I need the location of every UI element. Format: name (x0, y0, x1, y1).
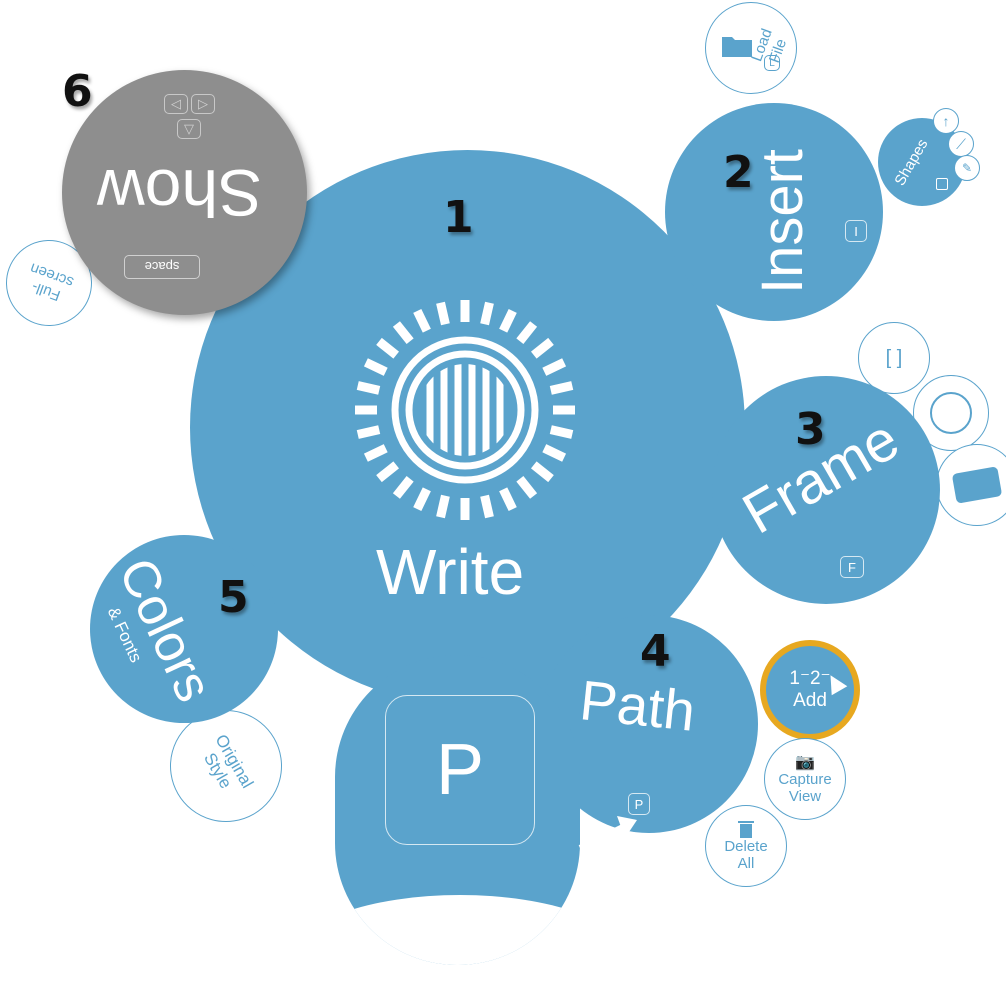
folder-icon (722, 37, 752, 57)
logo-ray (530, 337, 554, 359)
logo-ray (480, 301, 494, 326)
capture-view-button[interactable]: 📷 Capture View (764, 738, 846, 820)
show-button[interactable]: Show ◁ ▷ ▽ space (62, 70, 307, 315)
logo-ray (549, 381, 574, 395)
shapes-small-icon (936, 178, 948, 190)
logo-ray (413, 308, 431, 333)
logo-ray (549, 425, 574, 439)
logo-ray (516, 321, 538, 345)
frame-button[interactable]: Frame F (712, 376, 940, 604)
trash-icon (738, 821, 754, 838)
insert-label: Insert (750, 148, 816, 295)
load-file-button[interactable]: Load File L (705, 2, 797, 94)
shapes-label: Shapes (891, 136, 932, 189)
add-path-numbers-icon: 1⁻2⁻ (789, 668, 831, 689)
step-number-4: 4 (640, 626, 671, 677)
frame-key: F (840, 556, 864, 578)
step-number-5: 5 (218, 572, 249, 623)
add-path-button[interactable]: 1⁻2⁻ Add (760, 640, 860, 740)
path-key-zoom-callout: P (335, 655, 580, 965)
logo-ray (530, 461, 554, 483)
arrow-shape-icon[interactable]: ↑ (933, 108, 959, 134)
add-path-label: Add (793, 690, 827, 711)
logo-ray (392, 321, 414, 345)
insert-button[interactable]: Insert I (665, 103, 883, 321)
logo-ray (516, 475, 538, 499)
delete-all-button[interactable]: Delete All (705, 805, 787, 887)
logo-ray (356, 425, 381, 439)
logo-ray (363, 358, 388, 376)
camera-icon: 📷 (795, 753, 815, 771)
logo-ray (480, 494, 494, 519)
rectangle-frame-button[interactable] (936, 444, 1006, 526)
logo-ray (392, 475, 414, 499)
logo-ray (413, 487, 431, 512)
step-number-1: 1 (443, 192, 474, 243)
zoom-arrow-icon (578, 816, 637, 851)
logo-ray (363, 444, 388, 462)
logo-ray (376, 461, 400, 483)
step-number-6: 6 (62, 66, 93, 117)
logo-ray (436, 301, 450, 326)
logo-ray (499, 487, 517, 512)
space-key: space (124, 255, 200, 279)
down-arrow-key-icon: ▽ (177, 119, 201, 139)
step-number-2: 2 (723, 147, 754, 198)
show-label: Show (97, 156, 263, 230)
delete-all-label-2: All (737, 855, 755, 872)
path-label: Path (577, 668, 699, 743)
right-arrow-key-icon: ▷ (191, 94, 215, 114)
logo-ray (376, 337, 400, 359)
insert-key: I (845, 220, 867, 242)
logo-ray (356, 381, 381, 395)
prezi-logo-icon (355, 300, 575, 520)
logo-ray (542, 444, 567, 462)
bracket-frame-icon: [ ] (885, 346, 903, 369)
path-key-zoom: P (385, 695, 535, 845)
logo-ray (499, 308, 517, 333)
path-key: P (628, 793, 650, 815)
colors-button[interactable]: Colors & Fonts (90, 535, 278, 723)
left-arrow-key-icon: ◁ (164, 94, 188, 114)
zoom-callout-edge (335, 895, 580, 965)
write-label: Write (376, 536, 525, 608)
pen-shape-icon[interactable]: ✎ (954, 155, 980, 181)
capture-view-label-2: View (788, 787, 822, 805)
logo-ray (542, 358, 567, 376)
load-file-key: L (764, 55, 780, 71)
bracket-frame-button[interactable]: [ ] (858, 322, 930, 394)
delete-all-label-1: Delete (724, 838, 768, 855)
circle-frame-icon (930, 392, 972, 434)
capture-view-label-1: Capture (778, 770, 832, 788)
logo-ray (436, 494, 450, 519)
rectangle-frame-icon (951, 466, 1003, 504)
line-shape-icon[interactable]: ⟋ (948, 131, 974, 157)
step-number-3: 3 (795, 404, 826, 455)
